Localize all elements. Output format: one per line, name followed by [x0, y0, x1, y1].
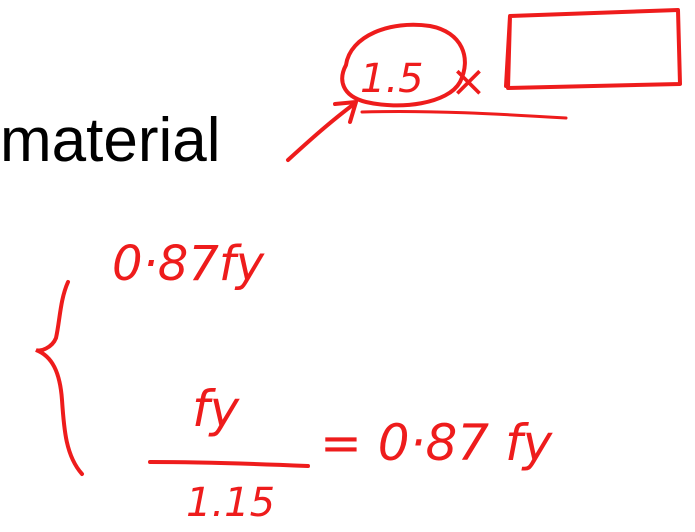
underline-stroke: [360, 109, 568, 120]
times-sign: ×: [450, 56, 487, 107]
empty-box: [504, 8, 682, 90]
expression-0-87-fy: 0·87fy: [112, 236, 265, 292]
fraction-denominator: 1.15: [186, 480, 275, 526]
fraction-numerator: fy: [192, 380, 241, 438]
fraction-bar: [148, 460, 310, 468]
curly-brace: [35, 280, 84, 476]
slide-body-text: material: [0, 106, 221, 175]
arrow-stroke: [286, 102, 356, 162]
arrow-head: [333, 100, 358, 124]
equals-result: = 0·87 fy: [320, 414, 554, 472]
factor-label: 1.5: [360, 56, 424, 102]
circled-factor-outline: [340, 22, 467, 108]
